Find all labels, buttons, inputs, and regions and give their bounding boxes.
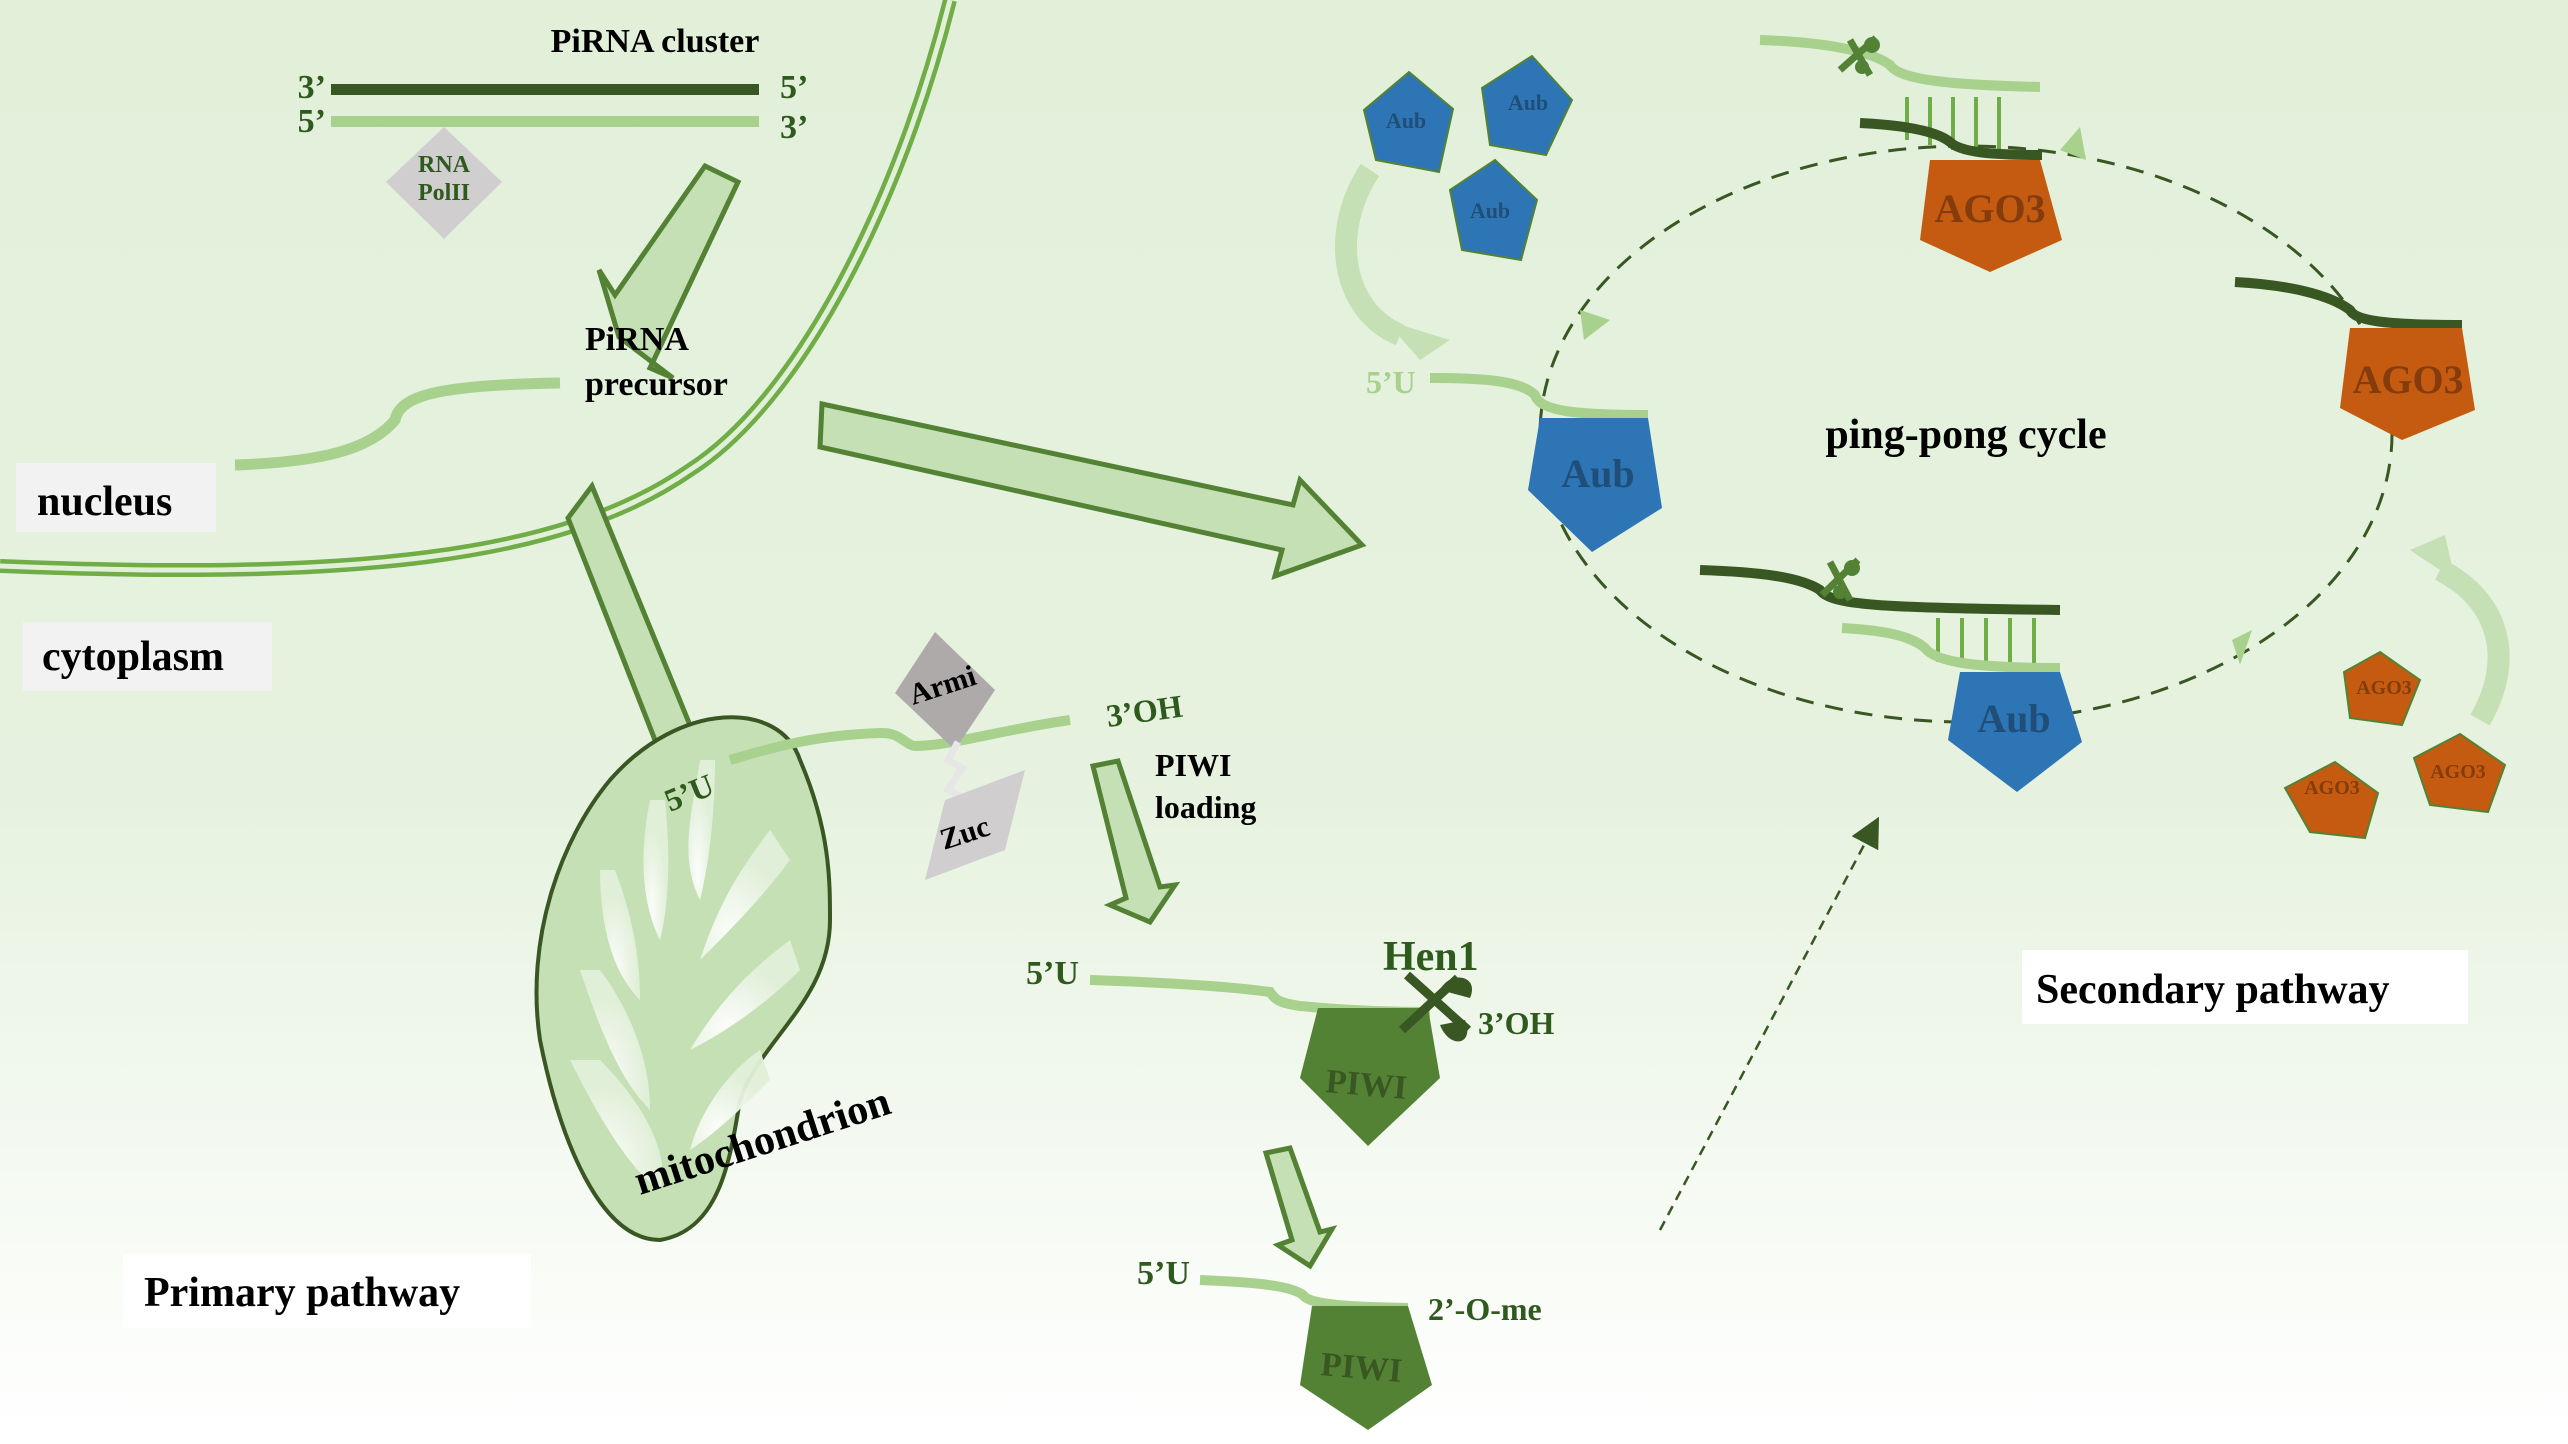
aub-bottom-label: Aub <box>1977 696 2050 741</box>
primary-to-secondary-arrow <box>817 400 1367 580</box>
nucleus-label-box: nucleus <box>16 463 216 532</box>
ago3-top-label: AGO3 <box>1934 186 2045 231</box>
precursor-label-line2: precursor <box>585 366 728 403</box>
mature-5prime-label: 5’U <box>1137 1255 1190 1292</box>
ago3-recruit-arrow <box>2434 560 2510 726</box>
aub-left-5prime-label: 5’U <box>1366 364 1416 400</box>
secondary-pathway-label: Secondary pathway <box>2036 967 2390 1013</box>
free-ago3-1: AGO3 <box>2342 650 2422 727</box>
free-ago3-3: AGO3 <box>2412 732 2507 814</box>
piwi-loading-label-line2: loading <box>1155 789 1256 825</box>
strand-top-right-end: 5’ <box>780 69 808 106</box>
svg-text:Aub: Aub <box>1508 90 1548 115</box>
cytoplasm-label: cytoplasm <box>42 634 224 680</box>
free-ago3-2: AGO3 <box>2283 760 2380 840</box>
mature-modification-label: 2’-O-me <box>1428 1291 1542 1327</box>
aub-left-complex: 5’U Aub <box>1366 364 1662 552</box>
polii-label-line1: RNA <box>418 152 471 178</box>
cluster-title: PiRNA cluster <box>551 23 760 60</box>
aub-left-label: Aub <box>1561 451 1634 496</box>
svg-text:AGO3: AGO3 <box>2356 677 2412 699</box>
strand-bottom-left-end: 5’ <box>298 103 326 140</box>
pirna-precursor: PiRNA precursor <box>234 321 728 471</box>
transcription-arrow <box>596 162 742 381</box>
piwi-5prime-label: 5’U <box>1026 955 1079 992</box>
piwi-protein-2 <box>1300 1306 1432 1430</box>
free-ago3-pool: AGO3 AGO3 AGO3 <box>2283 650 2507 840</box>
rna-polii-enzyme: RNA PolII <box>386 127 502 239</box>
aub-recruit-arrow <box>1335 163 1405 346</box>
piwi-loading-arrow: PIWI loading <box>1089 747 1256 926</box>
polii-label-line2: PolII <box>418 180 470 206</box>
piwi-3prime-label: 3’OH <box>1478 1005 1555 1041</box>
nuclear-envelope <box>0 0 957 578</box>
methylation-arrow <box>1262 1145 1338 1270</box>
aub-recruit-arrowhead <box>1385 320 1450 360</box>
free-aub-1: Aub <box>1362 70 1455 174</box>
ago3-top-scissors-icon <box>1837 35 1880 77</box>
strand-bottom-right-end: 3’ <box>780 109 808 146</box>
piwi-hen1-complex: 5’U PIWI Hen1 3’OH <box>1026 934 1555 1146</box>
free-aub-pool: Aub Aub Aub <box>1362 54 1574 262</box>
piwi-protein-1-label: PIWI <box>1324 1063 1408 1107</box>
secondary-pathway-label-box: Secondary pathway <box>2022 950 2468 1024</box>
ago3-recruit-arrowhead <box>2410 535 2455 580</box>
mature-piwi-complex: 5’U PIWI 2’-O-me <box>1137 1255 1542 1430</box>
piwi-loading-label-line1: PIWI <box>1155 747 1231 783</box>
aub-bottom-protein <box>1948 672 2082 792</box>
ago3-right-protein <box>2340 328 2475 440</box>
free-aub-2: Aub <box>1480 54 1574 157</box>
ago3-right-label: AGO3 <box>2352 357 2463 402</box>
nucleus-label: nucleus <box>37 479 172 525</box>
strand-top-left-end: 3’ <box>298 69 326 106</box>
hen1-scissors-icon <box>1398 971 1473 1042</box>
aub-left-protein <box>1528 418 1662 552</box>
svg-text:AGO3: AGO3 <box>2430 761 2486 783</box>
precursor-label-line1: PiRNA <box>585 321 689 358</box>
dna-strand-bottom <box>331 116 759 127</box>
cycle-direction-arrows <box>1580 127 2252 665</box>
primary-feeds-secondary-arrow <box>1658 816 1880 1231</box>
aub-bottom-scissors-icon <box>1819 557 1861 602</box>
zuc-enzyme: Zuc <box>925 770 1025 880</box>
ago3-top-complex: AGO3 <box>1759 35 2062 272</box>
armi-enzyme: Armi <box>895 632 995 750</box>
ago3-top-protein <box>1920 160 2062 272</box>
aub-bottom-base-pairs <box>1936 618 2036 665</box>
pirna-cluster: PiRNA cluster 3’ 5’ 5’ 3’ RNA PolII <box>298 23 808 239</box>
piwi-protein-1 <box>1300 1008 1440 1146</box>
svg-text:Aub: Aub <box>1470 198 1510 223</box>
piwi-protein-2-label: PIWI <box>1319 1346 1403 1390</box>
ago3-right-complex: AGO3 <box>2234 277 2475 440</box>
svg-text:Aub: Aub <box>1386 108 1426 133</box>
aub-bottom-complex: Aub <box>1699 557 2082 792</box>
cytoplasm-label-box: cytoplasm <box>23 622 272 691</box>
primary-pathway-label-box: Primary pathway <box>123 1254 531 1328</box>
svg-text:AGO3: AGO3 <box>2304 777 2360 799</box>
hen1-label: Hen1 <box>1383 934 1479 980</box>
free-aub-3: Aub <box>1448 158 1539 262</box>
primary-pathway-label: Primary pathway <box>144 1270 460 1316</box>
mitochondrion-cristae <box>570 760 800 1190</box>
dna-strand-top <box>331 84 759 95</box>
ping-pong-cycle-label: ping-pong cycle <box>1825 412 2106 458</box>
